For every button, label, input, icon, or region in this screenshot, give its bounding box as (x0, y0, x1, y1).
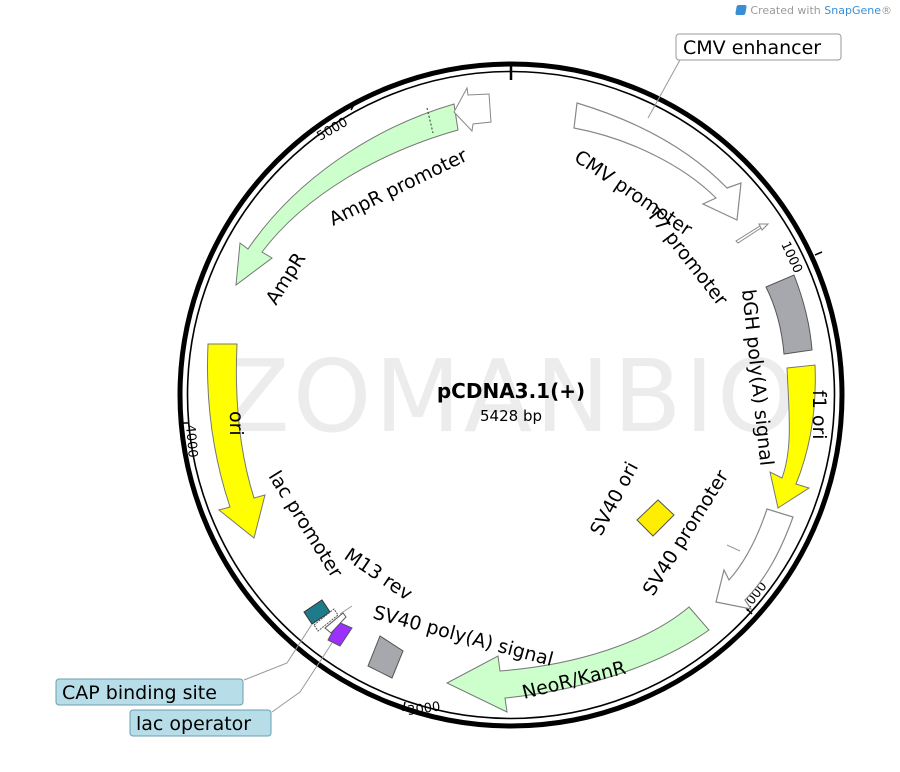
lac-promoter-block (313, 608, 339, 632)
credit-brand: SnapGene (824, 4, 881, 17)
snapgene-credit: Created with SnapGene® (735, 4, 892, 17)
cmv-enhancer-leader (647, 59, 681, 119)
m13-rev-arrow (324, 612, 347, 634)
tick-5000 (350, 102, 356, 111)
sv40-promoter-leader (726, 544, 741, 552)
tick-label-5000: 5000 (315, 115, 351, 145)
lac-operator-label: lac operator (136, 713, 251, 735)
cmv-enhancer-label: CMV enhancer (683, 37, 821, 59)
ampr-dashed-boundary (426, 107, 434, 134)
sv40-ori-label: SV40 ori (586, 458, 643, 539)
plasmid-size: 5428 bp (480, 407, 542, 425)
m13-rev-label: M13 rev (340, 544, 416, 605)
t7-promoter-arrow (735, 223, 770, 244)
sv40-polya-block (367, 635, 404, 679)
lac-operator-box (129, 709, 272, 737)
lac-operator-leader (271, 642, 333, 713)
ori-arrow (207, 343, 266, 539)
sv40-ori-block (636, 499, 675, 537)
credit-prefix: Created with (750, 4, 821, 17)
cmv-promoter-arrow (573, 102, 742, 221)
credit-mark: ® (881, 4, 892, 17)
tick-label-4000: 4000 (182, 424, 200, 458)
m13-rev-leader (339, 605, 353, 615)
f1-ori-label: f1 ori (808, 390, 830, 440)
sv40-promoter-arrow (715, 508, 794, 610)
cmv-enhancer-box (675, 33, 842, 61)
cap-binding-leader (243, 623, 313, 681)
cap-binding-box (55, 678, 244, 706)
cap-binding-label: CAP binding site (62, 682, 217, 704)
watermark: ZOMANBIO (221, 338, 799, 455)
ampr-promoter-arrow (453, 86, 492, 133)
tick-3000 (402, 701, 406, 712)
tick-label-3000: 3000 (406, 700, 441, 719)
f1-ori-arrow (769, 364, 816, 509)
tick-1000 (814, 251, 823, 256)
tick-2000 (745, 607, 753, 615)
ampr-arrow (235, 103, 459, 287)
lac-promoter-label: lac promoter (264, 467, 347, 582)
bgh-polya-block (765, 274, 813, 355)
tick-label-1000: 1000 (777, 239, 805, 275)
cap-binding-block (303, 599, 331, 625)
lac-operator-block (327, 621, 353, 647)
plasmid-name: pCDNA3.1(+) (437, 379, 585, 403)
ori-label: ori (225, 411, 247, 436)
neor-kanr-arrow (445, 606, 710, 713)
